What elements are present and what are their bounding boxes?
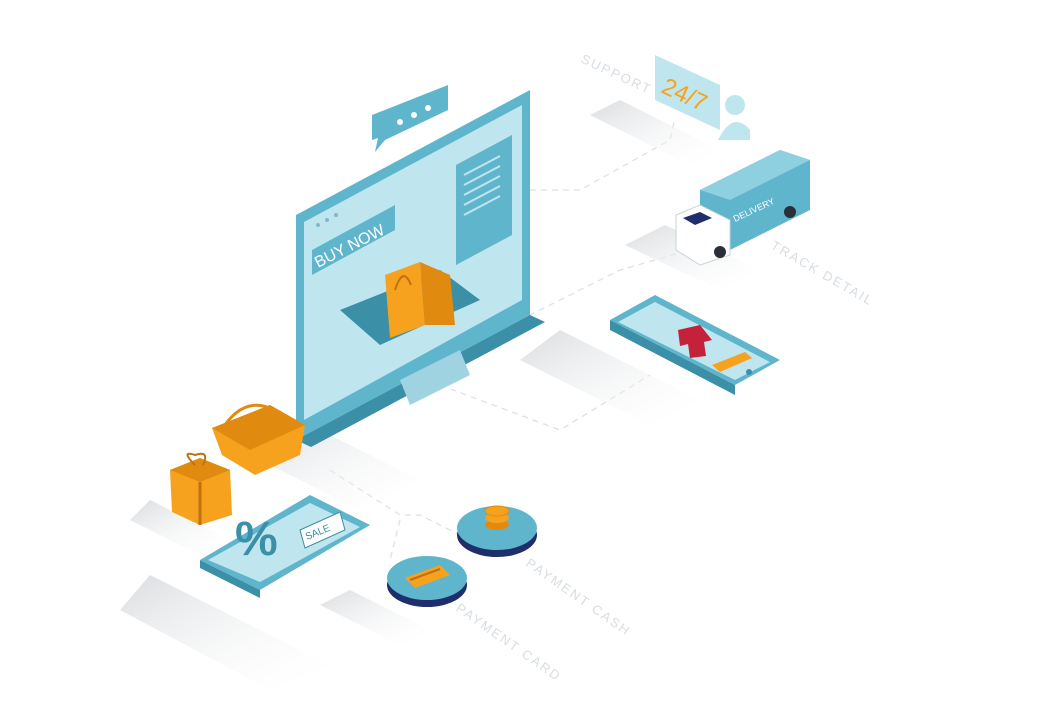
phone-sale: % SALE (200, 495, 370, 598)
track-detail-label: TRACK DETAIL (769, 238, 877, 309)
headset-person-icon (718, 95, 750, 140)
support-24-7-badge: 24/7 (655, 55, 720, 130)
delivery-truck: DELIVERY (675, 150, 810, 266)
shopping-bag-icon (385, 262, 455, 338)
payment-cash-coin (457, 505, 537, 557)
gift-icon (170, 452, 232, 525)
percent-icon: % (235, 513, 278, 566)
phone-right (610, 295, 780, 395)
chat-bubble-icon (372, 85, 448, 152)
basket-icon (212, 403, 305, 475)
payment-card-coin (387, 556, 467, 607)
payment-cash-label: PAYMENT CASH (523, 555, 634, 639)
credit-card-icon (405, 565, 450, 588)
arrow-up-icon (678, 325, 712, 358)
payment-card-label: PAYMENT CARD (453, 600, 564, 684)
support-label: SUPPORT (579, 51, 655, 97)
coin-stack-icon (484, 505, 510, 530)
